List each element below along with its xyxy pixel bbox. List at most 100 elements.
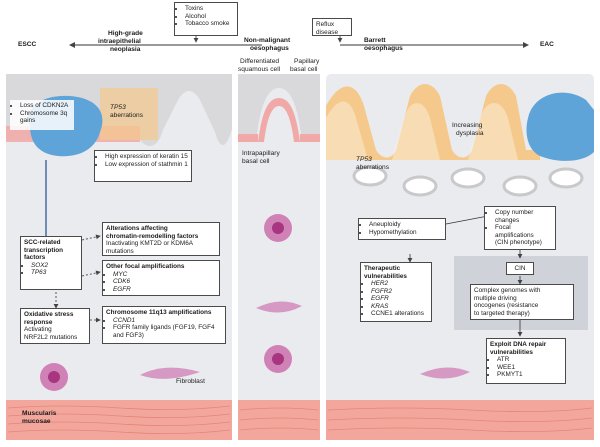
- chromatin-body: mutations: [106, 247, 134, 255]
- oxidative-body: NRF2L2 mutations: [24, 333, 78, 341]
- right-muscle-layer: [326, 400, 594, 440]
- dna-repair-item: ATR: [497, 356, 562, 364]
- scc-tf-title: SCC-related: [24, 239, 61, 246]
- scc-tf-title: transcription: [24, 246, 64, 254]
- focal-item: EGFR: [113, 286, 216, 294]
- dysplasia-1: Increasing: [452, 122, 483, 129]
- chr11-item-cont: and FGF3): [113, 331, 144, 339]
- copy-number-cont: changes: [495, 216, 520, 224]
- chromatin-title: chromatin-remodelling factors: [106, 232, 199, 240]
- chromatin-title: Alterations affecting: [106, 225, 168, 232]
- keratin-item: Low expression of stathmin 1: [105, 161, 188, 169]
- right-tp53-2: aberrations: [356, 164, 389, 171]
- eac-label: EAC: [540, 41, 554, 48]
- scc-tf-title: factors: [24, 254, 46, 261]
- complex-line: oncogenes (resistance: [474, 302, 539, 309]
- focal-title: Other focal amplifications: [106, 263, 185, 270]
- left-tp53-label-2: aberrations: [110, 112, 143, 119]
- therapeutic-item: HER2: [371, 280, 428, 288]
- cdkn2a-item: Loss of CDKN2A: [20, 102, 71, 110]
- reflux-line: Reflux: [316, 21, 335, 28]
- oxidative-box: Oxidative stress response Activating NRF…: [20, 308, 90, 344]
- intrapapillary-2: basal cell: [242, 158, 270, 165]
- focal-item: CDK6: [113, 278, 216, 286]
- copy-number-box: Copy number changes Focal amplifications…: [484, 206, 556, 250]
- therapeutic-item: CCNE1 alterations: [371, 310, 428, 318]
- fibroblast-label: Fibroblast: [176, 378, 205, 385]
- barrett-2: oesophagus: [364, 45, 403, 52]
- hg-neoplasia-3: neoplasia: [110, 46, 141, 53]
- cin-label: CIN: [514, 265, 526, 272]
- barrett-1: Barrett: [364, 37, 386, 44]
- chr11-box: Chromosome 11q13 amplifications CCND1 FG…: [102, 306, 226, 344]
- cdkn2a-box: Loss of CDKN2A Chromosome 3q gains: [10, 100, 74, 130]
- middle-basal-arch: [258, 98, 300, 142]
- dna-repair-item: WEE1: [497, 364, 562, 372]
- non-malignant-2: oesophagus: [250, 45, 289, 52]
- non-malignant-1: Non-malignant: [244, 37, 291, 44]
- risk-factor-item: Toxins: [185, 5, 234, 13]
- copy-number-cont: amplifications: [495, 231, 534, 239]
- complex-line: multiple driving: [474, 294, 517, 302]
- right-tp53-1: TP53: [356, 156, 372, 163]
- glands: [352, 165, 584, 197]
- reflux-line: disease: [316, 28, 339, 36]
- therapeutic-item: EGFR: [371, 295, 428, 303]
- aneuploidy-item: Hypomethylation: [369, 229, 442, 237]
- hg-neoplasia-1: High-grade: [108, 30, 143, 37]
- chr11-item: FGFR family ligands (FGF19, FGF4: [113, 324, 222, 332]
- reflux-box: Reflux disease: [312, 18, 352, 36]
- left-dashed-links: [53, 234, 101, 323]
- cdkn2a-item-cont: gains: [20, 117, 36, 124]
- muscularis-2: mucosae: [22, 418, 51, 425]
- papillary-2: basal cell: [290, 66, 318, 73]
- right-fibroblast: [420, 367, 470, 379]
- copy-number-item: Focal: [495, 224, 552, 232]
- keratin-box: High expression of keratin 15 Low expres…: [94, 150, 192, 182]
- diff-cell-2: squamous cell: [238, 66, 281, 73]
- dna-repair-title: Exploit DNA repair: [490, 341, 547, 348]
- cdkn2a-item: Chromosome 3q: [20, 110, 71, 118]
- complex-line: Complex genomes with: [474, 287, 541, 294]
- fibroblast-shape: [140, 367, 200, 379]
- risk-factors-box: Toxins Alcohol Tobacco smoke: [174, 2, 238, 36]
- dna-repair-item: PKMYT1: [497, 371, 562, 379]
- middle-muscle-layer: [238, 400, 320, 440]
- diff-cell-1: Differentiated: [240, 58, 280, 65]
- aneuploidy-box: Aneuploidy Hypomethylation: [358, 218, 446, 240]
- cin-box: CIN: [506, 262, 534, 275]
- copy-number-item: Copy number: [495, 209, 552, 217]
- chromatin-body: Inactivating KMT2D or KDM6A: [106, 240, 194, 247]
- therapeutic-title: Therapeutic: [364, 265, 401, 272]
- chromatin-box: Alterations affecting chromatin-remodell…: [102, 222, 220, 256]
- oxidative-title: Oxidative stress: [24, 311, 74, 318]
- copy-number-cont: (CIN phenotype): [495, 239, 542, 246]
- therapeutic-title: vulnerabilities: [364, 272, 407, 280]
- oxidative-title: response: [24, 318, 53, 326]
- chr11-item: CCND1: [113, 317, 222, 325]
- therapeutic-item: KRAS: [371, 303, 428, 311]
- muscularis-1: Muscularis: [22, 410, 57, 417]
- scc-tf-item: SOX2: [31, 262, 78, 270]
- scc-tf-item: TP63: [31, 269, 78, 277]
- left-tp53-patch: [100, 88, 158, 140]
- risk-factor-item: Tobacco smoke: [185, 20, 234, 28]
- focal-item: MYC: [113, 271, 216, 279]
- keratin-item: High expression of keratin 15: [105, 153, 188, 161]
- hg-neoplasia-2: intraepithelial: [98, 38, 141, 45]
- middle-squamous-epithelium: [238, 74, 320, 142]
- chr11-title: Chromosome 11q13 amplifications: [106, 309, 212, 316]
- complex-box: Complex genomes with multiple driving on…: [470, 284, 574, 320]
- columnar-epithelium: [326, 84, 540, 160]
- dna-repair-title: vulnerabilities: [490, 348, 533, 356]
- therapeutic-item: FGFR2: [371, 288, 428, 296]
- complex-line: to targeted therapy): [474, 309, 530, 317]
- scc-tf-box: SCC-related transcription factors SOX2 T…: [20, 236, 82, 290]
- dysplasia-2: dysplasia: [456, 130, 484, 137]
- aneuploidy-item: Aneuploidy: [369, 221, 442, 229]
- dna-repair-box: Exploit DNA repair vulnerabilities ATR W…: [486, 338, 566, 384]
- middle-panel: [238, 74, 320, 440]
- oxidative-body: Activating: [24, 326, 52, 333]
